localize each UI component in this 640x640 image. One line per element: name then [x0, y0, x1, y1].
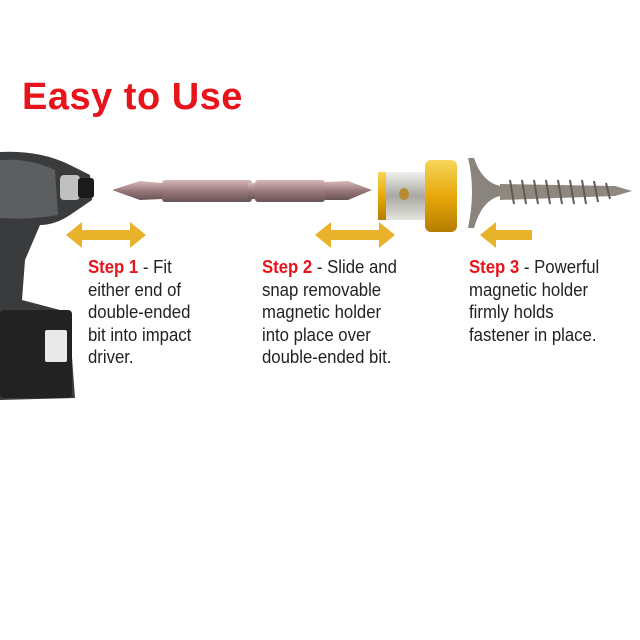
double-arrow-icon [315, 222, 395, 248]
step-label: Step 1 [88, 257, 139, 277]
step-text-line: magnetic holder [262, 302, 382, 323]
step-1-text: Step 1 - Fit either end of double-ended … [88, 256, 191, 369]
step-text-line: snap removable [262, 279, 382, 300]
step-text-line: firmly holds [469, 302, 554, 323]
step-text-line: double-ended bit. [262, 347, 392, 368]
step-text-line: bit into impact [88, 324, 192, 345]
screw-image [468, 158, 632, 228]
step-text-line: - Powerful [519, 257, 600, 277]
impact-driver-image [0, 151, 94, 400]
step-text-line: into place over [262, 324, 371, 345]
double-ended-bit-image [112, 180, 372, 202]
step-text-line: double-ended [88, 302, 191, 323]
step-3-text: Step 3 - Powerful magnetic holder firmly… [469, 256, 599, 346]
magnetic-holder-image [378, 160, 457, 232]
step-text-line: driver. [88, 347, 134, 368]
left-arrow-icon [480, 222, 532, 248]
step-label: Step 2 [262, 257, 313, 277]
step-label: Step 3 [469, 257, 520, 277]
step-text-line: - Fit [138, 257, 172, 277]
step-text-line: fastener in place. [469, 324, 597, 345]
step-2-text: Step 2 - Slide and snap removable magnet… [262, 256, 397, 369]
page-title: Easy to Use [22, 76, 243, 118]
step-text-line: either end of [88, 279, 182, 300]
double-arrow-icon [66, 222, 146, 248]
step-text-line: - Slide and [312, 257, 397, 277]
step-text-line: magnetic holder [469, 279, 589, 300]
